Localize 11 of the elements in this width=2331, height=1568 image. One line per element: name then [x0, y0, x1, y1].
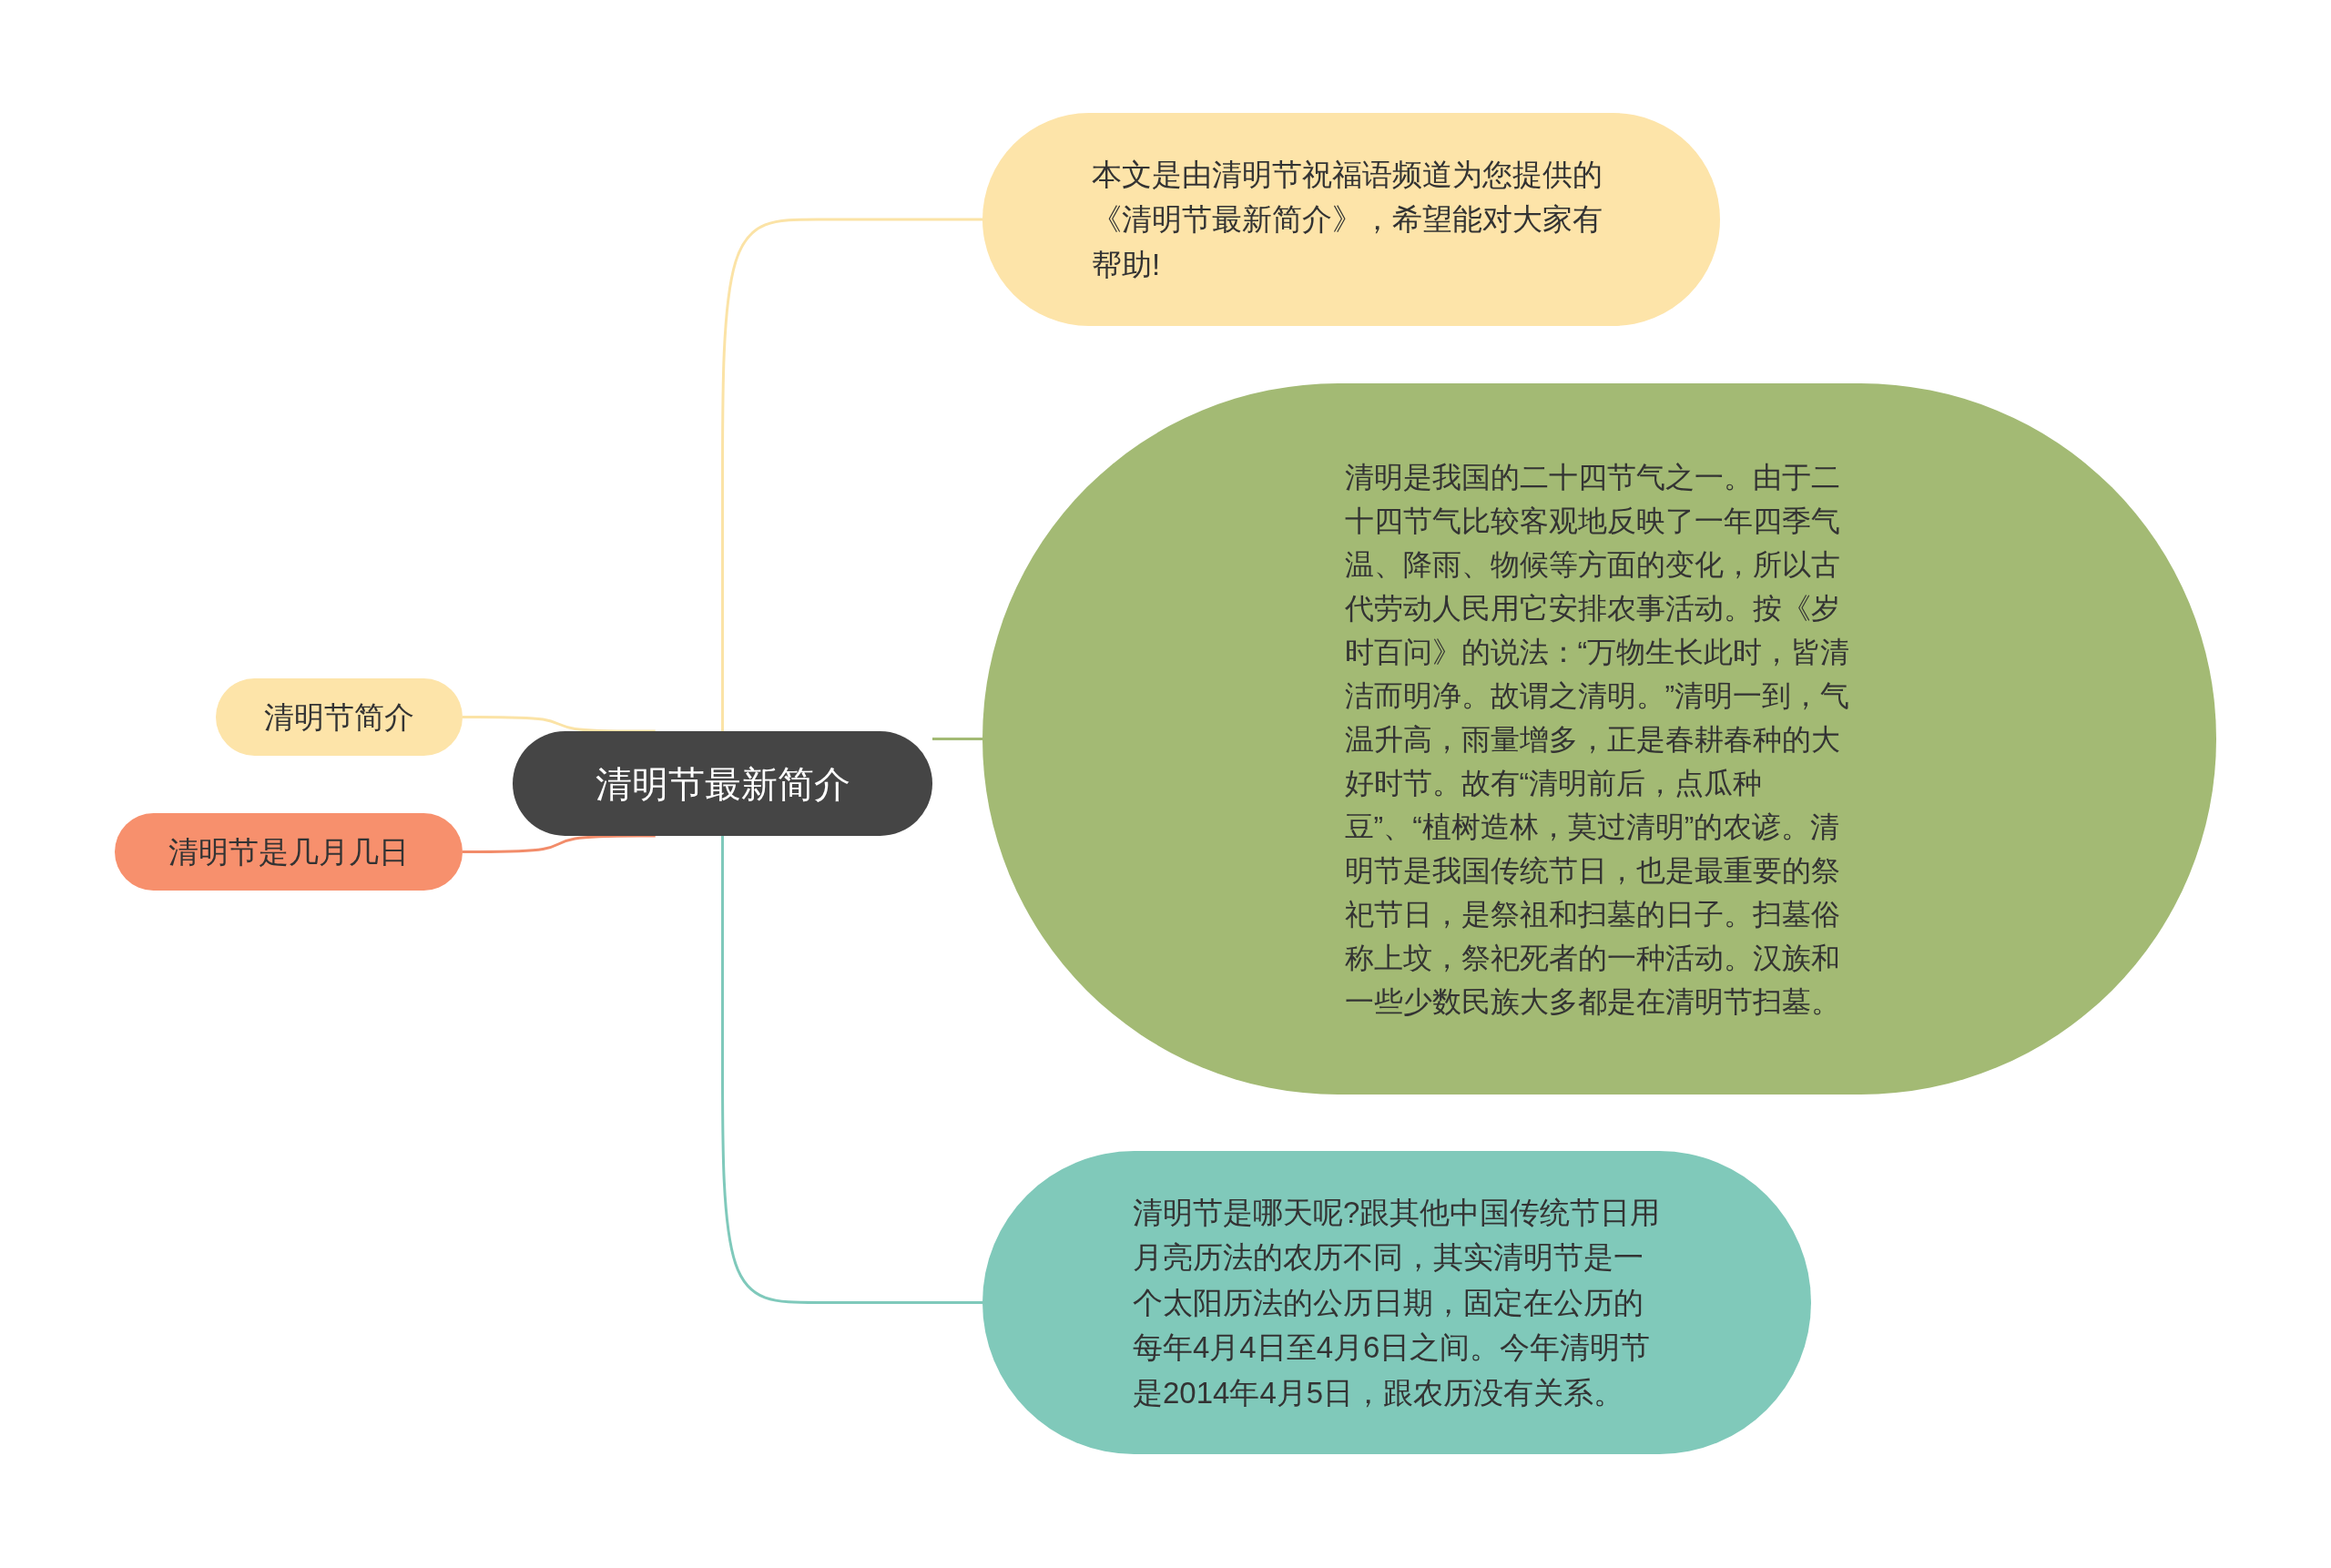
node-text: 本文是由清明节祝福语频道为您提供的《清明节最新简介》，希望能对大家有帮助!: [1092, 156, 1603, 283]
node-text: 清明节最新简介: [595, 762, 850, 806]
connector-line: [721, 218, 982, 731]
node-text: 清明是我国的二十四节气之一。由于二十四节气比较客观地反映了一年四季气温、降雨、物候等方面的变化，所以古代劳动人民用它安排农事活动。按《岁时百问》的说法：“万物生长此时，皆清洁而明净。故谓之清明。”清明一到，气温升高，雨量增多，正是春耕春种的大好时节。故有“清明前后，点瓜种豆”、“植树造林，莫过清明”的农谚。清明节是我国传统节日，也是最重要的祭祀节日，是祭祖和扫墓的日子。扫墓俗称上坟，祭祀死者的一种活动。汉族和一些少数民族大多都是在清明节扫墓。: [1344, 459, 1851, 1020]
node-text: 清明节是几月几日: [168, 833, 409, 871]
connector-line: [932, 738, 982, 740]
connector-line: [463, 716, 656, 733]
node-text: 清明节是哪天呢?跟其他中国传统节日用月亮历法的农历不同，其实清明节是一个太阳历法的公历日期，固定在公历的每年4月4日至4月6日之间。今年清明节是2014年4月5日，跟农历没有关系。: [1133, 1194, 1661, 1411]
connector-line: [463, 834, 656, 853]
node-text: 清明节简介: [264, 698, 414, 736]
connector-line: [721, 836, 982, 1304]
